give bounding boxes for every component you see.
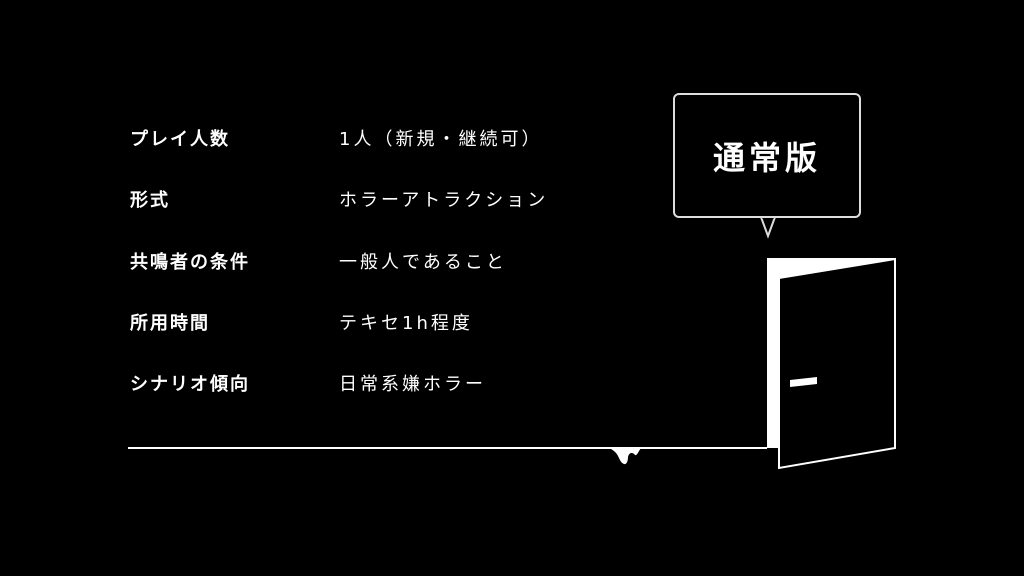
door-icon [778, 257, 896, 470]
edition-badge: 通常版 [673, 93, 861, 218]
edition-label: 通常版 [712, 138, 821, 177]
door-handle-icon [790, 377, 817, 387]
row-value: テキセ1h程度 [339, 313, 473, 334]
row-value: 日常系嫌ホラー [339, 374, 486, 395]
row-value: 一般人であること [339, 252, 507, 273]
row-label: 形式 [130, 190, 170, 211]
bubble-tail-icon [760, 216, 776, 239]
row-label: プレイ人数 [130, 129, 230, 150]
row-label: シナリオ傾向 [130, 374, 250, 395]
row-value: ホラーアトラクション [339, 190, 549, 211]
row-value: 1人（新規・継続可） [339, 129, 543, 150]
drip-icon [609, 448, 641, 465]
row-label: 所用時間 [130, 313, 210, 334]
row-label: 共鳴者の条件 [130, 252, 250, 273]
